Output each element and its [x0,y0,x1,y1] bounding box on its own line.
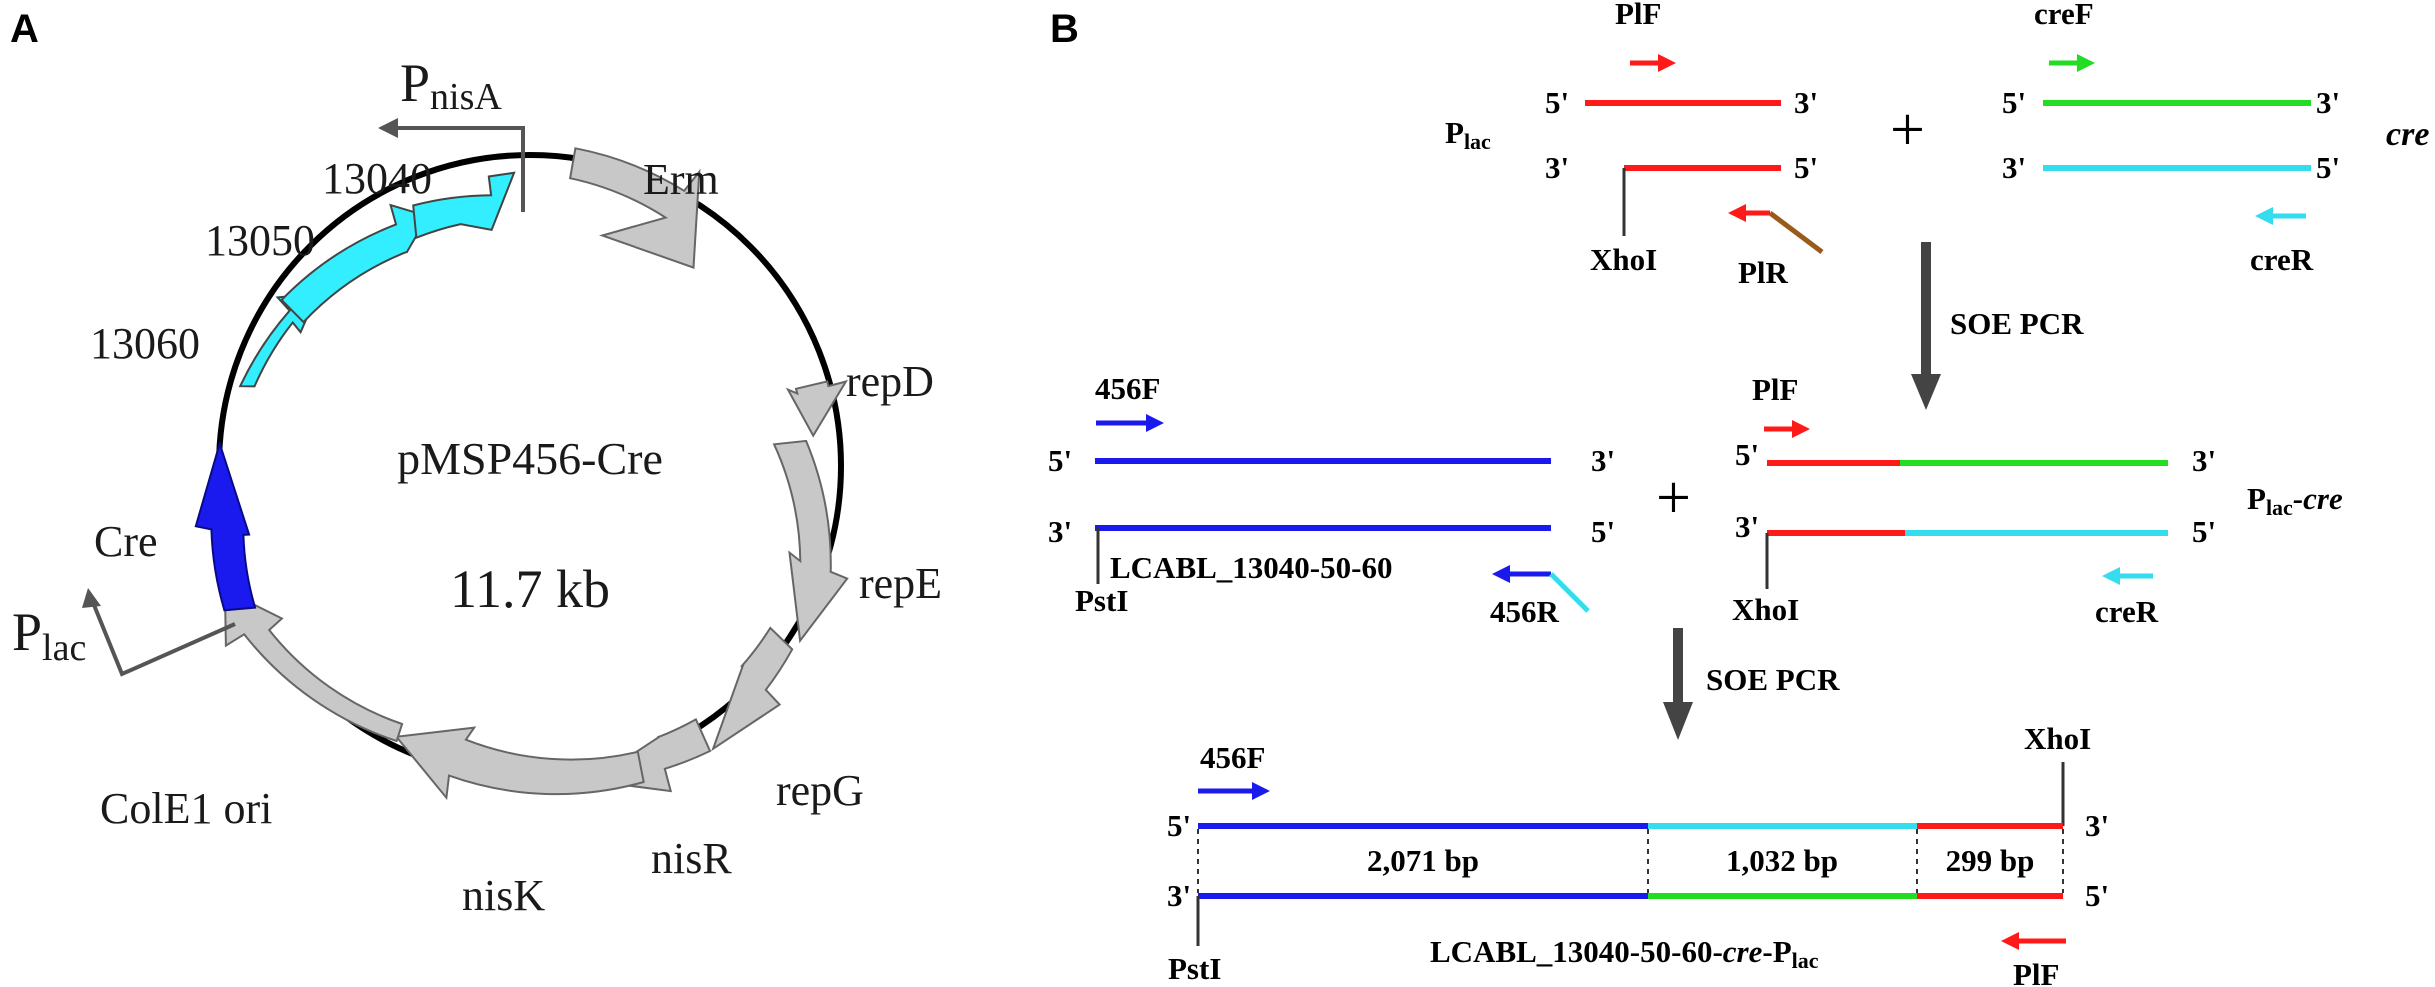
promoter-nisa-label: PnisA [400,53,502,118]
cre-top-5prime: 5' [2002,85,2026,120]
cre-label: cre [2386,116,2429,153]
final-bottom-5prime: 5' [2085,878,2109,913]
gene-arrow-repg [711,626,794,752]
gene-label-cole1: ColE1 ori [100,784,272,833]
segment-length-lcabl: 2,071 bp [1367,843,1479,878]
panel-a-label: A [10,7,39,51]
cre-bottom-3prime: 3' [2002,150,2026,185]
final-top-5prime: 5' [1167,808,1191,843]
lcabl-top-3prime: 3' [1591,443,1615,478]
primer-456f-arrowhead [1146,414,1164,432]
final-construct-name: LCABL_13040-50-60-cre-Plac [1430,934,1819,973]
promoter-nisa-arrowhead [378,118,398,138]
final-top-3prime: 3' [2085,808,2109,843]
primer-plr-arrowhead [1728,204,1746,222]
panel-a: A PnisA Plac 13040 13050 13060 Cre Erm r… [10,7,942,920]
plac-cre-label: Plac-cre [2247,481,2343,520]
primer-cref-label: creF [2034,0,2094,31]
gene-label-repd: repD [846,357,934,406]
soe-pcr-arrowhead-2 [1663,702,1693,740]
psti-site-label: PstI [1075,583,1128,618]
promoter-lac-arrowhead [82,588,101,608]
lcabl-bottom-5prime: 5' [1591,514,1615,549]
primer-456r-overhang [1549,572,1590,613]
final-bottom-3prime: 3' [1167,878,1191,913]
soe-pcr-arrowhead-1 [1911,374,1941,410]
primer-plr-label: PlR [1738,255,1789,290]
segment-length-plac: 299 bp [1946,843,2035,878]
soe-pcr-label-2: SOE PCR [1706,662,1840,697]
primer-456f-label: 456F [1095,371,1160,406]
gene-label-13060: 13060 [90,319,200,368]
plac-bottom-3prime: 3' [1545,150,1569,185]
final-xhoi-label: XhoI [2024,721,2091,756]
promoter-lac-label: Plac [12,602,86,669]
final-plf-label: PlF [2013,957,2060,987]
plac-fragment: PlF 5' 3' Plac 3' 5' XhoI PlR [1445,0,1824,290]
placcre-top-3prime: 3' [2192,443,2216,478]
gene-label-13050: 13050 [205,216,315,265]
gene-arrow-cre [194,440,257,612]
panel-b-label: B [1050,7,1079,51]
primer-plr-overhang [1768,211,1824,254]
promoter-nisa-arrow [392,126,525,212]
placcre-bottom-3prime: 3' [1735,509,1759,544]
primer-plf-label: PlF [1615,0,1662,31]
xhoi2-site-label: XhoI [1732,592,1799,627]
primer-crer2-label: creR [2095,594,2159,629]
plac-bottom-5prime: 5' [1794,150,1818,185]
plus-sign-2: + [1656,464,1691,532]
gene-label-repg: repG [776,766,864,815]
lcabl-fragment: 456F 5' 3' 3' 5' PstI LCABL_13040-50-60 … [1048,371,1615,629]
gene-label-nisr: nisR [651,834,732,883]
primer-crer2-arrowhead [2102,567,2120,585]
primer-crer-label: creR [2250,242,2314,277]
lcabl-bottom-3prime: 3' [1048,514,1072,549]
plac-cre-fragment: PlF 5' 3' Plac-cre 3' 5' XhoI creR [1732,372,2343,629]
lcabl-top-5prime: 5' [1048,443,1072,478]
primer-cref-arrowhead [2077,54,2095,72]
final-plf-arrowhead [2001,932,2019,950]
gene-label-cre: Cre [94,517,158,566]
xhoi-site-label: XhoI [1590,242,1657,277]
cre-top-3prime: 3' [2316,85,2340,120]
gene-arrow-nisk [394,726,645,801]
final-456f-arrowhead [1252,782,1270,800]
plac-top-5prime: 5' [1545,85,1569,120]
placcre-top-5prime: 5' [1735,437,1759,472]
promoter-lac-arrow [92,604,236,677]
segment-length-cre: 1,032 bp [1726,843,1838,878]
primer-plf-arrowhead [1658,54,1676,72]
primer-plf2-label: PlF [1752,372,1799,407]
soe-pcr-label-1: SOE PCR [1950,306,2084,341]
gene-arrow-erm [568,147,701,269]
gene-arrow-13040 [412,171,516,240]
plac-label: Plac [1445,115,1491,154]
gene-label-erm: Erm [643,155,719,204]
lcabl-fragment-label: LCABL_13040-50-60 [1110,550,1392,585]
final-psti-label: PstI [1168,951,1221,986]
gene-label-nisk: nisK [462,871,545,920]
primer-456r-arrowhead [1492,565,1510,583]
final-product: 456F XhoI 5' 3' 2,071 bp 1,032 bp 299 bp… [1167,721,2109,987]
panel-b: B PlF 5' 3' Plac 3' 5' XhoI PlR + creF [1048,0,2429,987]
plac-top-3prime: 3' [1794,85,1818,120]
gene-label-repe: repE [859,559,942,608]
gene-label-13040: 13040 [322,154,432,203]
placcre-bottom-5prime: 5' [2192,514,2216,549]
primer-crer-arrowhead [2255,207,2273,225]
plus-sign-1: + [1890,96,1925,164]
cre-fragment: creF 5' 3' cre 3' 5' creR [2002,0,2429,277]
gene-arrow-repe [772,439,849,644]
gene-arrow-cole1 [223,588,404,743]
primer-plf2-arrowhead [1792,420,1810,438]
final-456f-label: 456F [1200,740,1265,775]
plasmid-size: 11.7 kb [450,559,610,619]
gene-arrow-repd [785,379,849,438]
cre-bottom-5prime: 5' [2316,150,2340,185]
plasmid-name: pMSP456-Cre [397,433,663,484]
primer-456r-label: 456R [1490,594,1560,629]
